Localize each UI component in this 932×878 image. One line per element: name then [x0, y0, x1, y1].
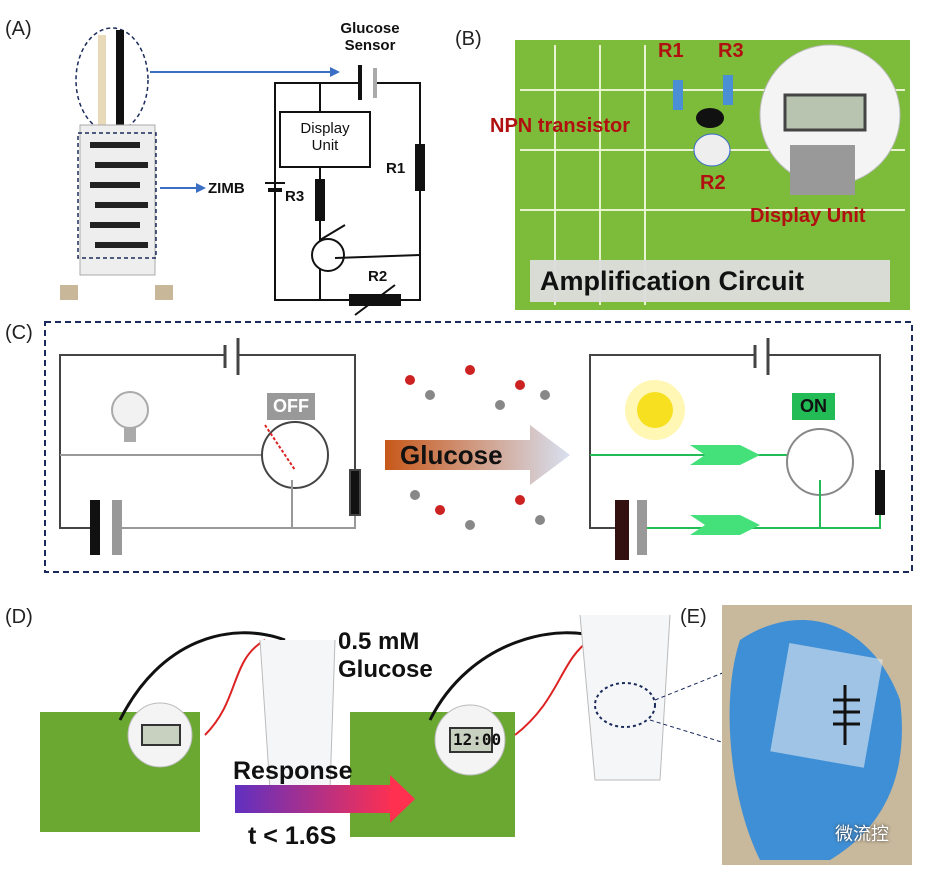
b-npn-label: NPN transistor: [490, 115, 631, 137]
panel-label-e: (E): [680, 606, 707, 628]
off-badge: OFF: [267, 393, 315, 420]
panel-label-d: (D): [5, 606, 33, 628]
panel-label-a: (A): [5, 18, 32, 40]
r2-label: R2: [368, 268, 388, 285]
b-r1-label: R1: [658, 40, 684, 62]
circuit-schematic: [265, 65, 425, 316]
panel-c-frame: [44, 321, 913, 573]
response-time-label: t < 1.6S: [248, 822, 337, 850]
zimb-label: ZIMB: [208, 180, 245, 197]
b-r3-label: R3: [718, 40, 744, 62]
glucose-arrow: [385, 425, 570, 485]
after-photo: [350, 614, 781, 837]
r1-label: R1: [386, 160, 406, 177]
response-arrow: [235, 785, 395, 813]
amplification-circuit-banner: Amplification Circuit: [540, 266, 805, 296]
amplification-board-photo: [515, 40, 910, 310]
off-circuit: [59, 338, 361, 555]
glove-photo: [722, 605, 912, 865]
on-circuit: [589, 338, 885, 560]
glucose-arrow-label: Glucose: [400, 440, 503, 470]
display-unit-label: Display Unit: [300, 120, 350, 154]
glucose-sensor-label: Glucose Sensor: [340, 20, 400, 54]
glucose-molecules: [405, 365, 550, 530]
panel-label-c: (C): [5, 322, 33, 344]
response-label: Response: [233, 757, 353, 785]
b-r2-label: R2: [700, 172, 726, 194]
electrode-image: [60, 27, 340, 300]
r3-label: R3: [285, 188, 305, 205]
watermark: 微流控: [835, 824, 889, 844]
on-badge: ON: [792, 393, 835, 420]
panel-label-b: (B): [455, 28, 482, 50]
b-display-label: Display Unit: [750, 205, 866, 227]
glucose-concentration-label: 0.5 mM Glucose: [338, 628, 433, 683]
lcd-reading: 12:00: [453, 730, 502, 749]
